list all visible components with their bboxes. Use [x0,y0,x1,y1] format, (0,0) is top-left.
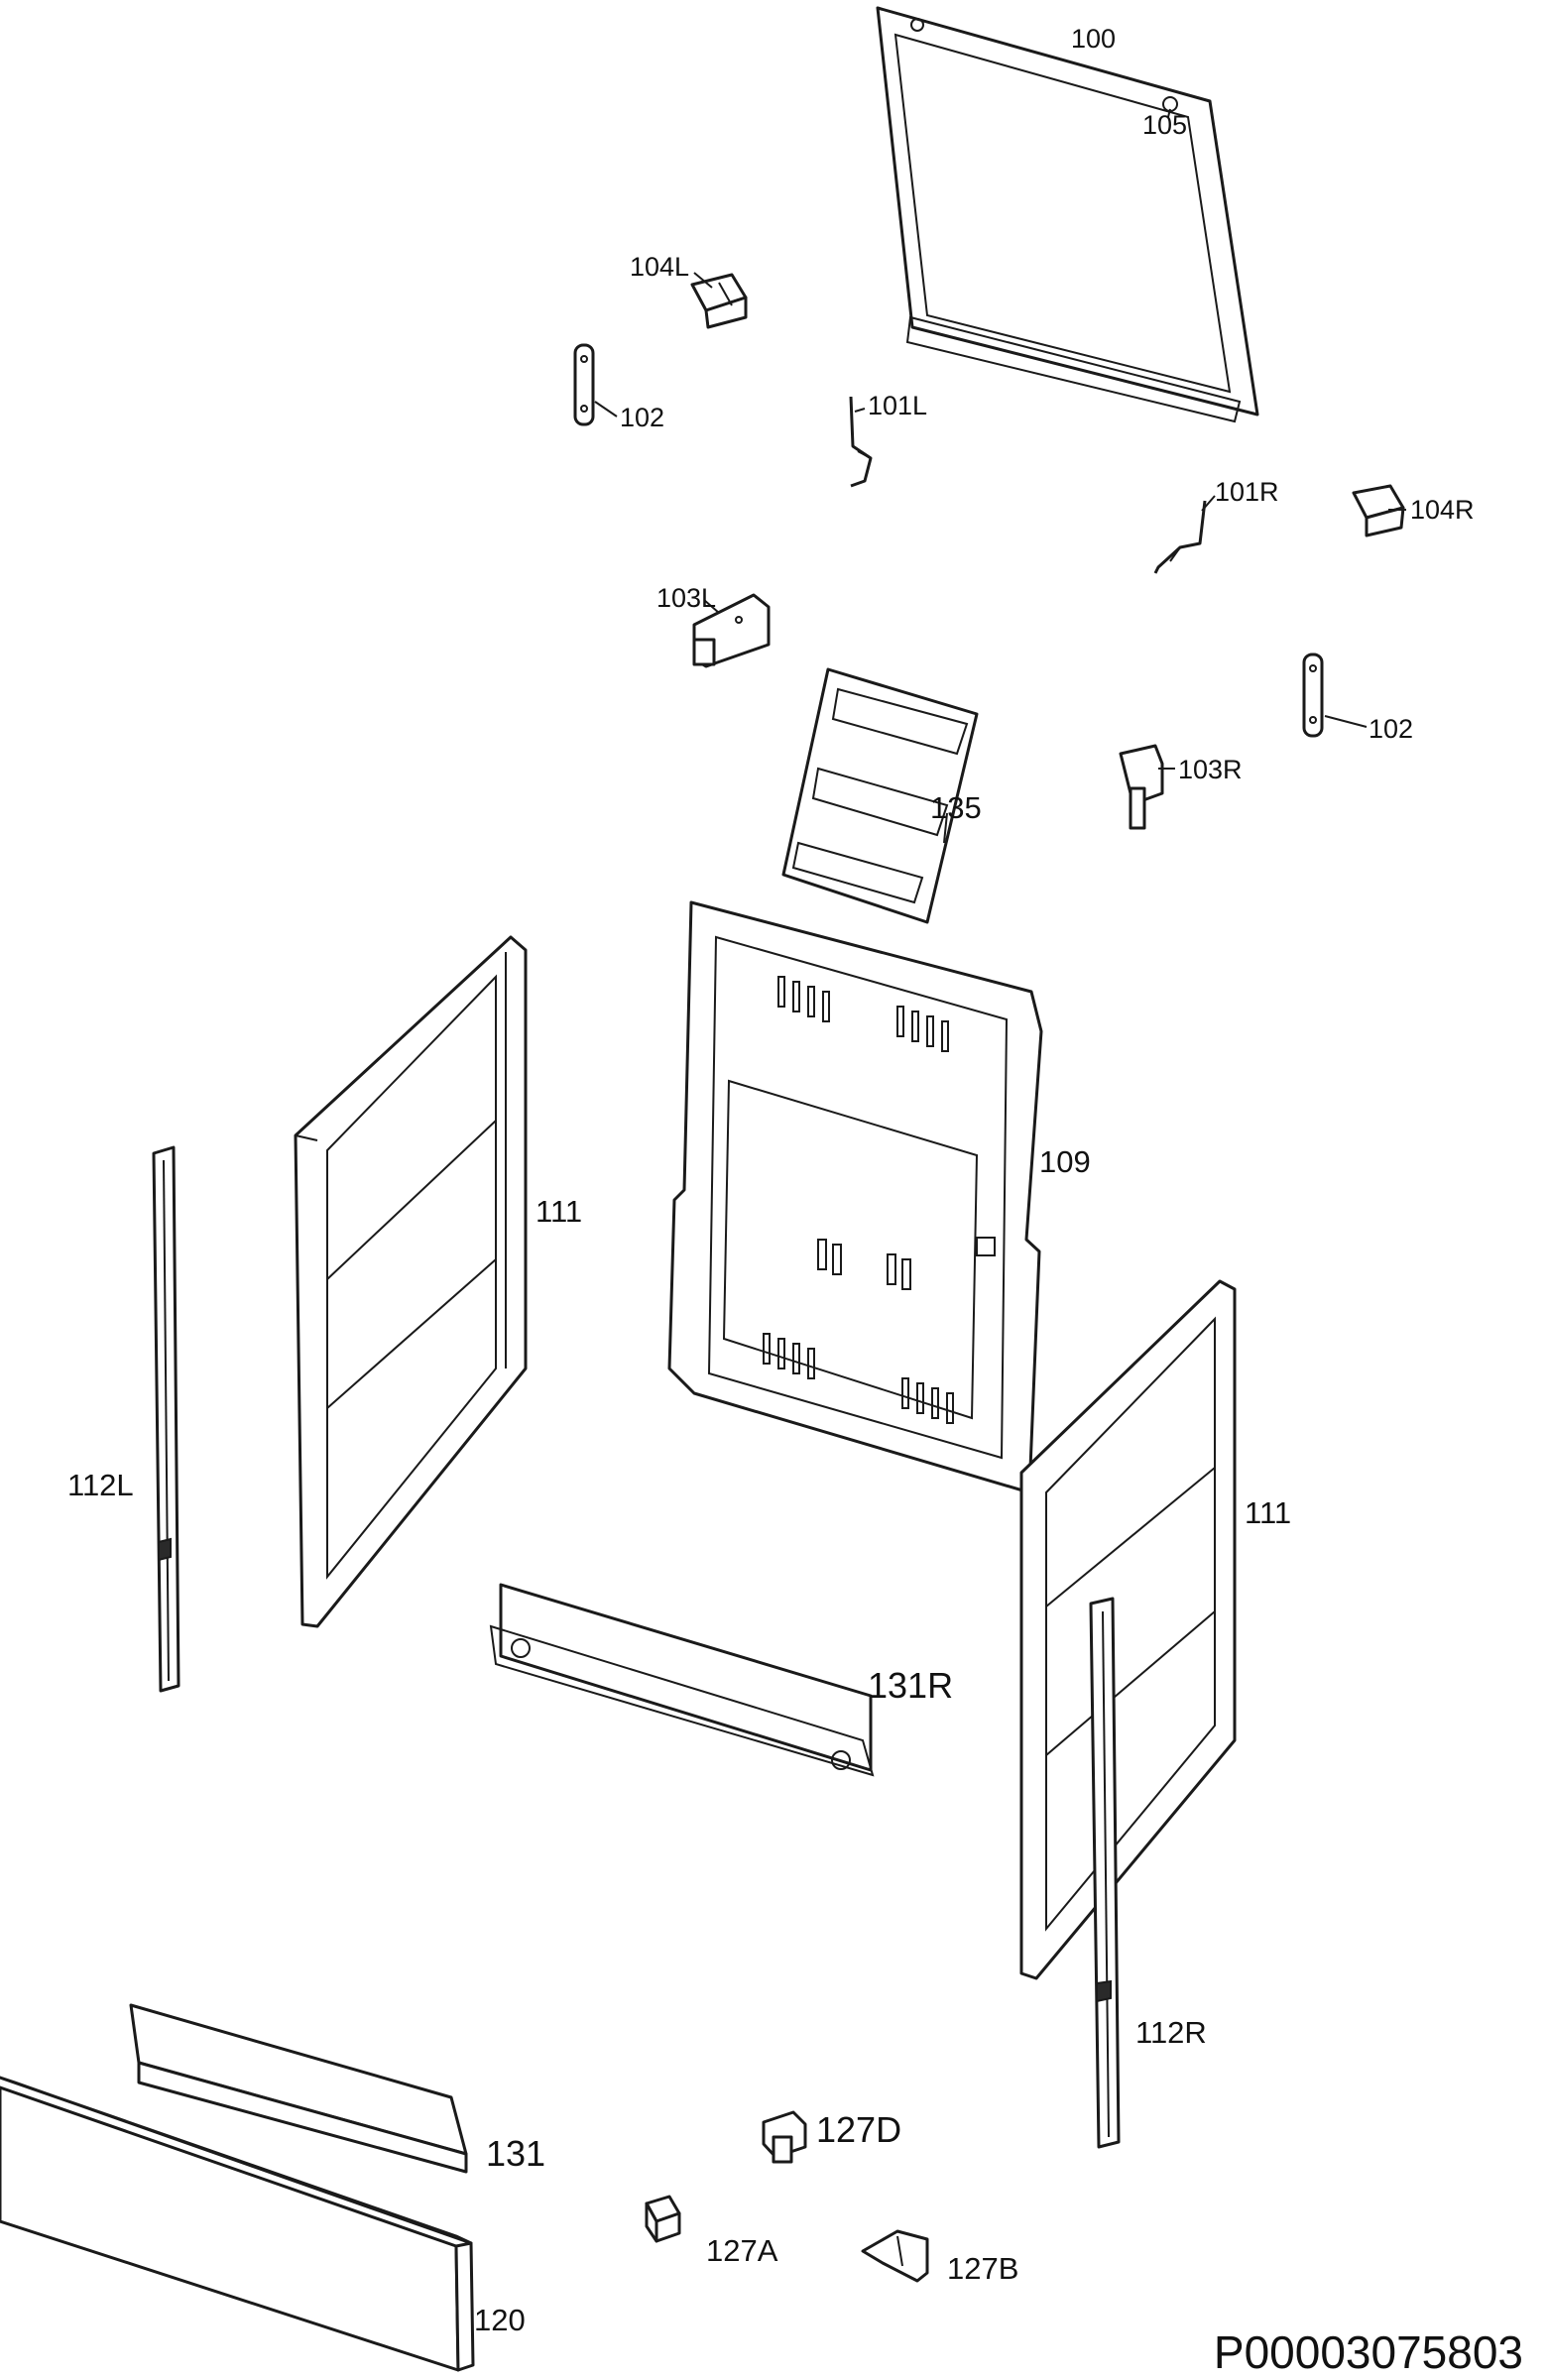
label-120: 120 [474,2303,526,2337]
part-101L-hinge-arm[interactable] [849,396,873,488]
part-104L-hinge-block[interactable] [690,273,748,329]
label-127A: 127A [706,2233,778,2268]
label-111-right: 111 [1245,1495,1291,1530]
part-109-back-panel[interactable] [667,900,1043,1494]
label-102-lower: 102 [1369,714,1413,744]
drawing-code: P00003075803 [1214,2326,1523,2378]
part-135-vent-baffle[interactable] [781,667,979,924]
label-103R: 103R [1178,755,1243,784]
part-111-side-frame-left[interactable] [294,935,528,1628]
part-102-strap-lower[interactable] [1302,653,1324,738]
part-127D-clip[interactable] [762,2110,807,2164]
label-100: 100 [1071,24,1116,54]
part-101R-hinge-arm[interactable] [1153,500,1207,574]
label-109: 109 [1039,1144,1091,1179]
part-103L-bracket[interactable] [692,593,771,668]
label-127B: 127B [947,2251,1018,2286]
label-111-left: 111 [536,1194,582,1229]
part-111-side-frame-right[interactable] [1019,1279,1237,1980]
part-103R-bracket[interactable] [1119,744,1164,830]
label-112R: 112R [1135,2015,1207,2050]
label-104L: 104L [630,252,689,282]
label-101R: 101R [1215,477,1279,507]
label-104R: 104R [1410,495,1475,525]
part-112R-side-strip[interactable] [1089,1597,1121,2149]
part-127A-block[interactable] [645,2195,681,2243]
part-labels: 100 105 104L 102 101L 101R 104R 103L 102… [67,24,1475,2337]
label-127D: 127D [816,2109,901,2150]
label-101L: 101L [868,391,927,420]
vent-slots-upper [777,976,949,1052]
part-120-kick-panel[interactable] [0,2076,475,2372]
label-112L: 112L [67,1468,134,1502]
part-131-front-rail[interactable] [129,2003,468,2174]
part-100-door-frame[interactable] [876,6,1259,423]
label-105: 105 [1142,110,1187,140]
part-112L-side-strip[interactable] [152,1145,180,1693]
leader-lines [594,108,1406,844]
label-103L: 103L [656,583,716,613]
vent-slots-lower [763,1333,954,1424]
part-127B-angle-bracket[interactable] [861,2229,929,2283]
part-131R-rear-rail[interactable] [489,1583,875,1777]
label-131R: 131R [868,1665,953,1706]
part-102-strap-upper[interactable] [573,343,595,426]
label-135: 135 [930,790,982,825]
label-131: 131 [486,2133,545,2174]
label-102-upper: 102 [620,403,664,432]
